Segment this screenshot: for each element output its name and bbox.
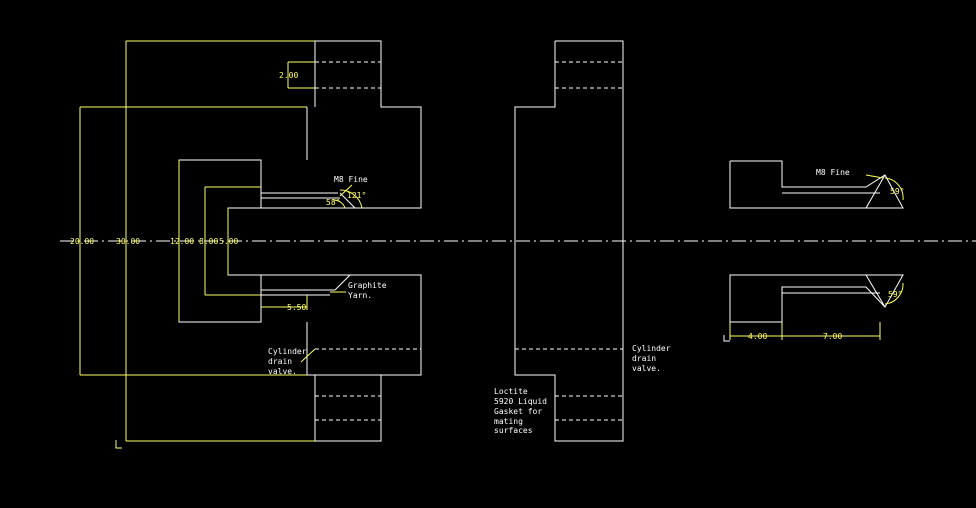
right-part-outline — [729, 160, 904, 323]
dim-12-00: 12.00 — [170, 237, 194, 246]
angle-121: 121° — [347, 191, 366, 200]
svg-text:Yarn.: Yarn. — [348, 291, 372, 300]
dim-20-00: 20.00 — [70, 237, 94, 246]
left-part-hidden-lines — [315, 61, 421, 421]
svg-text:Gasket for: Gasket for — [494, 407, 542, 416]
svg-text:drain: drain — [268, 357, 292, 366]
svg-text:mating: mating — [494, 417, 523, 426]
note-m8-fine-right: M8 Fine — [816, 168, 850, 177]
corner-mark-left — [115, 440, 122, 449]
dim-8-00: 8.00 — [199, 237, 218, 246]
dim-30-00: 30.00 — [116, 237, 140, 246]
svg-text:Loctite: Loctite — [494, 387, 528, 396]
dim-2-00: 2.00 — [279, 71, 298, 80]
svg-text:Cylinder: Cylinder — [268, 347, 307, 356]
svg-text:drain: drain — [632, 354, 656, 363]
note-m8-fine-left: M8 Fine — [334, 175, 368, 184]
svg-text:valve.: valve. — [268, 367, 297, 376]
svg-text:5920 Liquid: 5920 Liquid — [494, 397, 547, 406]
right-part-dimension-lines — [729, 174, 904, 340]
dim-5-00: 5.00 — [219, 237, 238, 246]
angle-59-top: 59° — [890, 187, 904, 196]
dim-5-50: 5.50 — [287, 303, 306, 312]
svg-text:Graphite: Graphite — [348, 281, 387, 290]
dim-4-00: 4.00 — [748, 332, 767, 341]
angle-59-bottom: 59° — [888, 290, 902, 299]
note-drain-valve-middle: Cylinder drain valve. — [632, 344, 671, 373]
note-graphite-yarn: Graphite Yarn. — [348, 281, 387, 300]
svg-text:surfaces: surfaces — [494, 426, 533, 435]
left-part-dimension-lines — [79, 40, 363, 442]
note-drain-valve-left: Cylinder drain valve. — [268, 347, 307, 376]
angle-58: 58° — [326, 198, 340, 207]
svg-text:Cylinder: Cylinder — [632, 344, 671, 353]
note-loctite: Loctite 5920 Liquid Gasket for mating su… — [494, 387, 547, 435]
dim-7-00: 7.00 — [823, 332, 842, 341]
middle-part-hidden-lines — [515, 61, 623, 421]
corner-mark-right — [723, 335, 730, 342]
middle-part-outline — [514, 40, 624, 442]
svg-text:valve.: valve. — [632, 364, 661, 373]
